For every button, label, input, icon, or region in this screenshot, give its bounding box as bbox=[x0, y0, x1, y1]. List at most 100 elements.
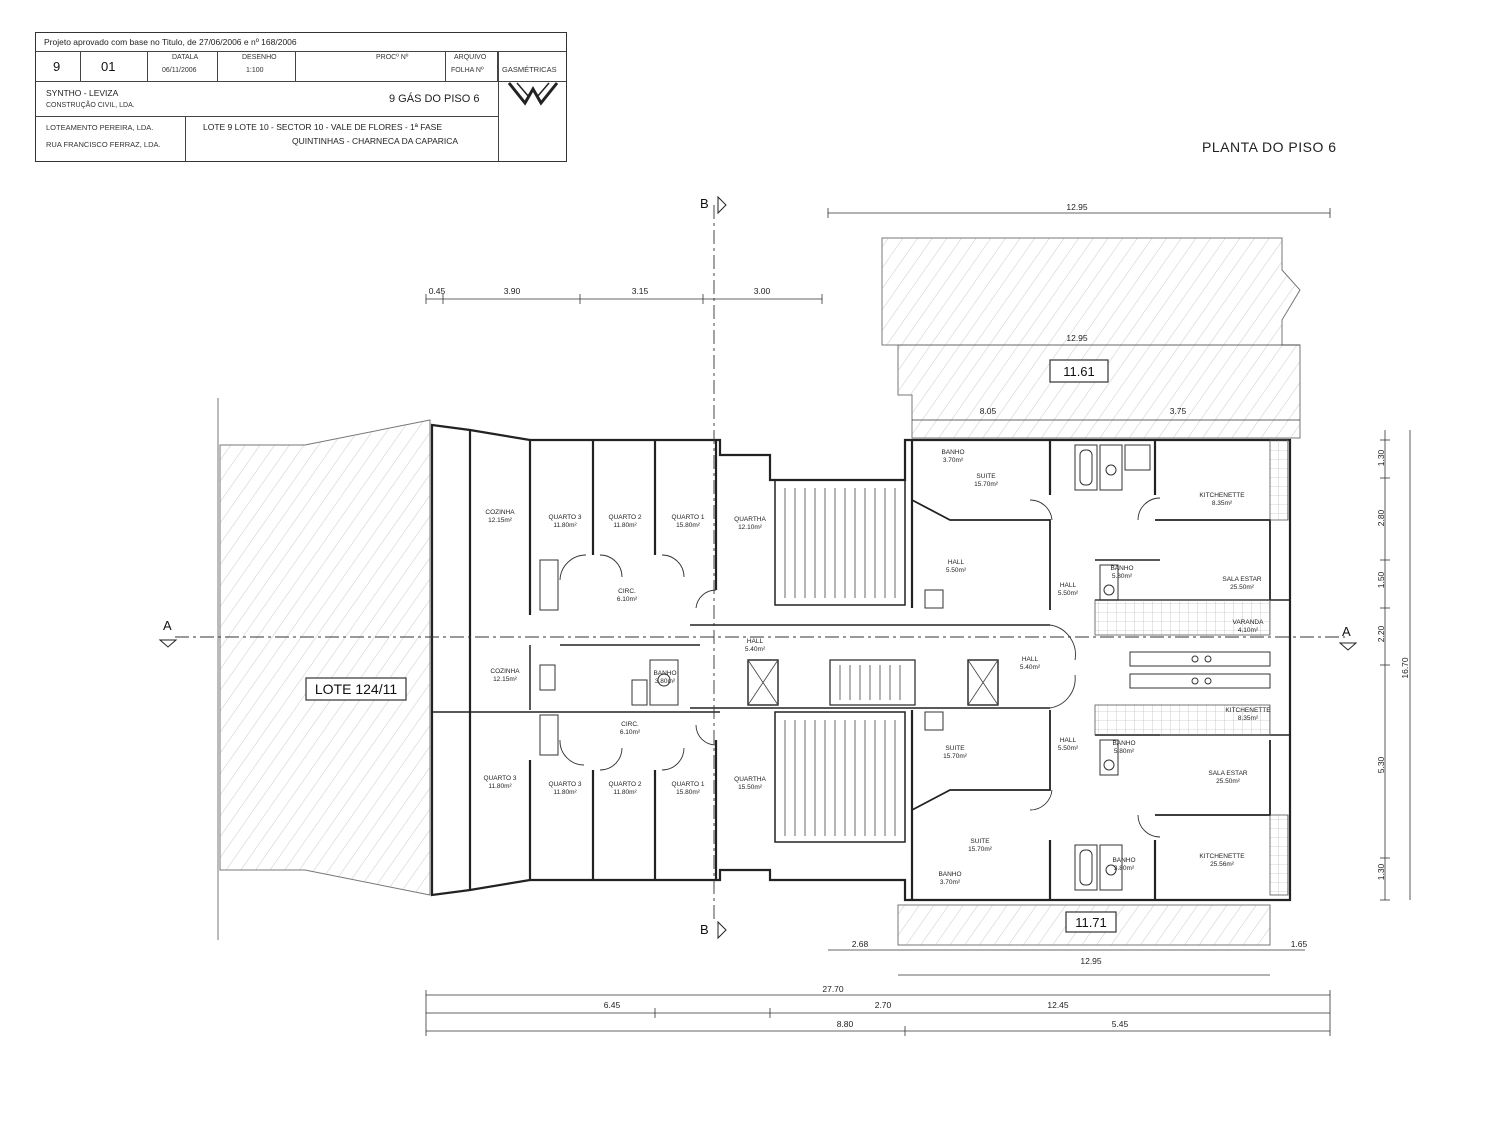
room-name: KITCHENETTE bbox=[1199, 492, 1245, 499]
scale-cell: DESENHO 1:100 bbox=[218, 51, 296, 81]
room-name: SUITE bbox=[945, 745, 965, 752]
company-line-1: SYNTHO - LEVIZA bbox=[46, 88, 119, 98]
room-area: 5.50m² bbox=[1058, 590, 1079, 597]
dim-chain-a-0: 6.45 bbox=[604, 1000, 621, 1010]
door-swings bbox=[559, 497, 1161, 838]
dimension-ticks bbox=[425, 208, 1390, 1036]
location-line-1: LOTE 9 LOTE 10 - SECTOR 10 - VALE DE FLO… bbox=[203, 122, 443, 132]
room-name: SALA ESTAR bbox=[1222, 576, 1262, 583]
title-block-company-row: SYNTHO - LEVIZA CONSTRUÇÃO CIVIL, LDA. 9… bbox=[36, 81, 498, 117]
dim-bottom-small-right: 1.65 bbox=[1291, 939, 1308, 949]
company-line-2: CONSTRUÇÃO CIVIL, LDA. bbox=[46, 102, 135, 109]
room-name: SUITE bbox=[976, 473, 996, 480]
room-area: 3.70m² bbox=[943, 457, 964, 464]
fixtures bbox=[539, 444, 1271, 891]
logo-icon bbox=[507, 82, 559, 106]
drawing-title: 9 GÁS DO PISO 6 bbox=[389, 93, 480, 105]
dim-right-chain-5: 1.30 bbox=[1376, 863, 1386, 880]
archive-cell: ARQUIVO FOLHA Nº bbox=[446, 51, 498, 81]
date-cell: DATALA 06/11/2006 bbox=[148, 51, 218, 81]
room-area: 6.10m² bbox=[617, 596, 638, 603]
lot-labels: LOTE 124/11 11.61 11.71 bbox=[305, 359, 1117, 933]
room-area: 15.70m² bbox=[943, 753, 968, 760]
owner-line-1: LOTEAMENTO PEREIRA, LDA. bbox=[46, 123, 154, 132]
section-mark-a-right: A bbox=[1342, 624, 1351, 639]
dim-bottom-width: 12.95 bbox=[1080, 956, 1102, 966]
room-area: 12.10m² bbox=[738, 524, 763, 531]
dim-right-chain-2: 1.50 bbox=[1376, 571, 1386, 588]
room-area: 5.80m² bbox=[1114, 748, 1135, 755]
lot-label-left: LOTE 124/11 bbox=[315, 681, 397, 697]
room-area: 6.10m² bbox=[620, 729, 641, 736]
dim-right-chain-3: 2.20 bbox=[1376, 625, 1386, 642]
title-block-location-row: LOTEAMENTO PEREIRA, LDA. RUA FRANCISCO F… bbox=[36, 116, 498, 161]
title-block-header-row: Projeto aprovado com base no Titulo, de … bbox=[36, 33, 566, 52]
room-area: 5.50m² bbox=[1058, 745, 1079, 752]
room-area: 8.35m² bbox=[1212, 500, 1233, 507]
plan-title: PLANTA DO PISO 6 bbox=[1202, 139, 1337, 155]
owner-cell: LOTEAMENTO PEREIRA, LDA. RUA FRANCISCO F… bbox=[36, 116, 186, 161]
room-area: 25.50m² bbox=[1230, 584, 1255, 591]
room-area: 5.50m² bbox=[946, 567, 967, 574]
room-area: 3.70m² bbox=[940, 879, 961, 886]
room-name: HALL bbox=[1060, 737, 1077, 744]
room-name: QUARTO 3 bbox=[549, 781, 582, 788]
dim-upper-chain-1: 3.90 bbox=[504, 286, 521, 296]
dim-chain-a-2: 12.45 bbox=[1047, 1000, 1069, 1010]
dim-top-split-right: 3.75 bbox=[1170, 406, 1187, 416]
dimension-labels-vertical: 1.30 2.80 1.50 2.20 5.30 1.30 16.70 bbox=[1376, 449, 1410, 880]
room-name: HALL bbox=[1022, 656, 1039, 663]
logo-area: GASMÉTRICAS bbox=[498, 51, 567, 161]
hatched-lots bbox=[217, 237, 1301, 946]
dim-upper-chain-3: 3.00 bbox=[754, 286, 771, 296]
room-name: QUARTO 2 bbox=[609, 514, 642, 521]
room-area: 25.50m² bbox=[1216, 778, 1241, 785]
dim-top-inner: 12.95 bbox=[1066, 333, 1088, 343]
room-area: 12.15m² bbox=[488, 517, 513, 524]
folha-label: FOLHA Nº bbox=[451, 67, 484, 74]
room-area: 11.80m² bbox=[488, 783, 512, 790]
date-value: 06/11/2006 bbox=[162, 67, 197, 74]
room-name: BANHO bbox=[1112, 740, 1135, 747]
sheet-number-cell: 9 bbox=[36, 51, 81, 81]
room-area: 3.80m² bbox=[1114, 865, 1135, 872]
section-lines bbox=[175, 205, 1345, 920]
room-name: CIRC. bbox=[618, 588, 636, 595]
logo-text: GASMÉTRICAS bbox=[502, 65, 557, 74]
room-name: BANHO bbox=[938, 871, 961, 878]
room-area: 4.10m² bbox=[1238, 627, 1259, 634]
title-block: Projeto aprovado com base no Titulo, de … bbox=[35, 32, 567, 162]
sheet-number: 9 bbox=[53, 59, 61, 74]
room-name: COZINHA bbox=[490, 668, 520, 675]
room-name: HALL bbox=[948, 559, 965, 566]
section-mark-a-left: A bbox=[163, 618, 172, 633]
approval-text: Projeto aprovado com base no Titulo, de … bbox=[44, 37, 297, 47]
room-area: 25.56m² bbox=[1210, 861, 1235, 868]
room-name: SUITE bbox=[970, 838, 990, 845]
dim-upper-chain-0: 0.45 bbox=[429, 286, 446, 296]
lot-label-bottom: 11.71 bbox=[1075, 915, 1107, 930]
owner-line-2: RUA FRANCISCO FERRAZ, LDA. bbox=[46, 140, 161, 149]
dim-right-chain-4: 5.30 bbox=[1376, 756, 1386, 773]
room-name: BANHO bbox=[1112, 857, 1135, 864]
room-area: 3.80m² bbox=[655, 678, 676, 685]
room-name: QUARTO 2 bbox=[609, 781, 642, 788]
drawing-label: DESENHO bbox=[242, 54, 277, 61]
room-area: 15.80m² bbox=[676, 789, 701, 796]
room-area: 11.80m² bbox=[613, 789, 637, 796]
room-area: 11.80m² bbox=[613, 522, 637, 529]
room-area: 5.80m² bbox=[1112, 573, 1133, 580]
room-name: HALL bbox=[747, 638, 764, 645]
dimension-labels: 12.95 12.95 8.05 3.75 0.45 3.90 3.15 3.0… bbox=[429, 202, 1308, 1029]
room-area: 15.70m² bbox=[974, 481, 999, 488]
archive-label: ARQUIVO bbox=[454, 54, 487, 61]
dim-total-length: 27.70 bbox=[822, 984, 844, 994]
sheet-sub-cell: 01 bbox=[81, 51, 148, 81]
lot-top-hatch bbox=[881, 237, 1301, 439]
room-name: QUARTHA bbox=[734, 776, 766, 783]
room-area: 15.70m² bbox=[968, 846, 993, 853]
lot-label-top: 11.61 bbox=[1063, 364, 1095, 379]
room-name: QUARTO 3 bbox=[484, 775, 517, 782]
lot-left-hatch bbox=[219, 419, 431, 896]
